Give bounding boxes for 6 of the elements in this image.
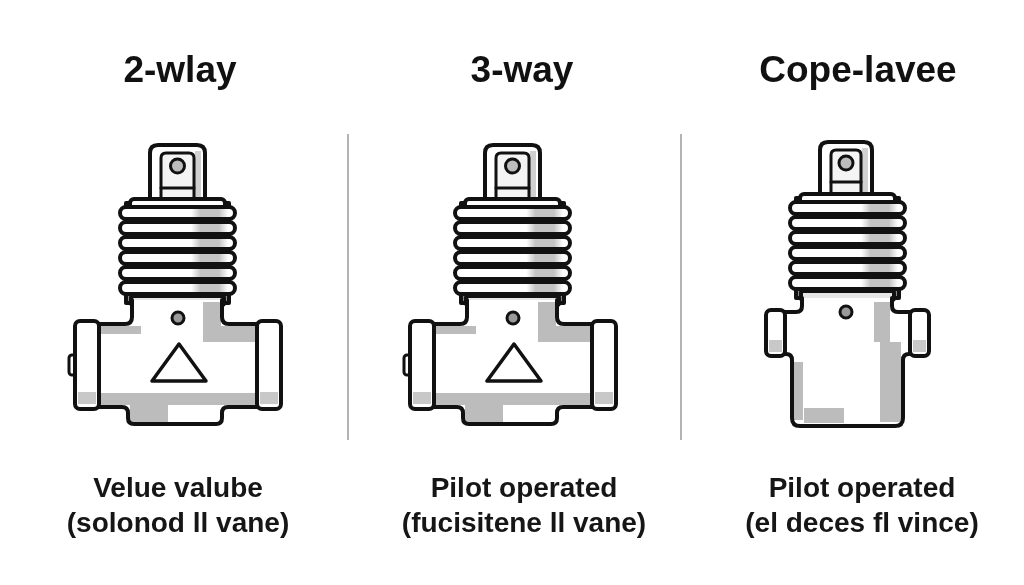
valve-caption: Pilot operated (el deces fl vince) xyxy=(745,471,979,540)
column-heading: Cope-lavee xyxy=(759,48,957,92)
valve-caption: Pilot operated (fucisitene ll vane) xyxy=(401,471,647,540)
column-heading: 3-way xyxy=(470,48,574,92)
valve-caption: Velue valube (solonod ll vane) xyxy=(66,471,290,540)
column-heading: 2-wlay xyxy=(123,48,237,92)
